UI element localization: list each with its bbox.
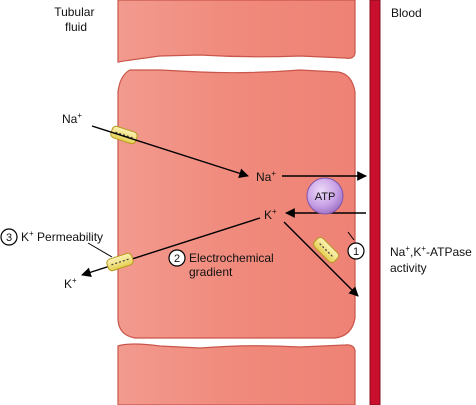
tubular-fluid-label: Tubular fluid — [54, 5, 98, 34]
blood-label: Blood — [391, 6, 422, 20]
na-entry-arrow — [91, 125, 249, 178]
step3-number: 3 — [6, 232, 12, 244]
pump-activity-label: Na+,K+-ATPase activity — [390, 244, 475, 275]
step2-badge — [168, 249, 186, 267]
k-outside-label: K+ — [64, 276, 77, 291]
k-basolateral-leak-arrow — [283, 221, 359, 297]
blood-vessel — [369, 0, 381, 405]
na-channel — [110, 125, 138, 145]
upper-cell — [117, 0, 356, 63]
step1-badge — [347, 242, 365, 260]
k-channel-apical — [106, 252, 134, 272]
k-channel-basolateral — [313, 237, 339, 263]
step3-badge — [0, 228, 18, 246]
k-inside-label: K+ — [264, 207, 277, 222]
step1-leader — [347, 231, 355, 241]
atp-sphere-icon — [306, 177, 344, 215]
atp-label: ATP — [315, 191, 336, 203]
main-cell — [117, 69, 356, 339]
na-inside-label: Na+ — [256, 169, 276, 184]
step3-label: K+ Permeability — [21, 229, 103, 244]
lower-cell — [117, 343, 356, 405]
step2-number: 2 — [174, 253, 180, 265]
step3-leader — [87, 242, 113, 258]
step2-label: Electrochemical gradient — [189, 251, 277, 279]
na-outside-label: Na+ — [62, 111, 82, 126]
step1-number: 1 — [353, 246, 359, 258]
